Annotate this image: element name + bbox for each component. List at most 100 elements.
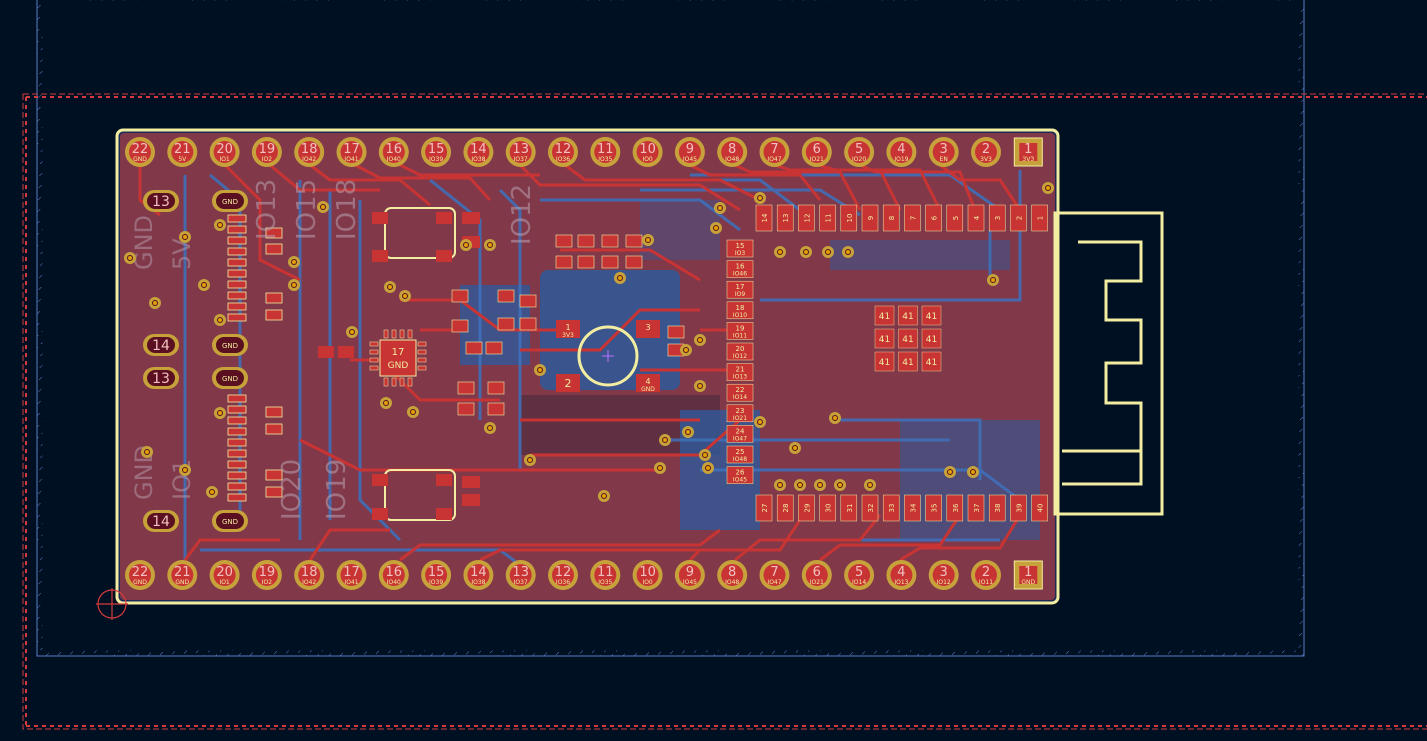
module-pin[interactable]: 11 xyxy=(819,204,836,232)
usb-pad[interactable]: GND xyxy=(212,367,248,389)
module-pin[interactable]: 1 xyxy=(1031,204,1048,232)
usb-pad[interactable]: 13 xyxy=(143,190,179,212)
module-pin[interactable]: 38 xyxy=(988,494,1006,522)
module-pin[interactable]: 6 xyxy=(925,204,942,232)
module-pin[interactable]: 32 xyxy=(861,494,879,522)
module-pin[interactable]: 2 xyxy=(1010,204,1027,232)
module-pin[interactable]: 36 xyxy=(946,494,964,522)
usb-pad[interactable]: 13 xyxy=(143,367,179,389)
module-pin[interactable]: 34 xyxy=(904,494,921,522)
module-pin[interactable]: 8 xyxy=(882,204,900,232)
module-pin[interactable]: 9 xyxy=(861,204,879,232)
qfn-ic[interactable]: 17 GND xyxy=(318,329,427,387)
header-pin[interactable]: 3EN xyxy=(928,137,959,167)
module-pin[interactable]: 14 xyxy=(755,204,773,232)
module-pin[interactable]: 5 xyxy=(946,204,964,232)
module-pin[interactable]: 40 xyxy=(1031,494,1048,522)
module-pin[interactable]: 13 xyxy=(776,204,794,232)
module-pin[interactable]: 37 xyxy=(967,494,985,522)
usb-pad[interactable]: 14 xyxy=(143,334,179,356)
usb-pad[interactable]: GND xyxy=(212,510,248,532)
module-pin[interactable]: 4 xyxy=(967,204,985,232)
module-pin[interactable]: 10 xyxy=(840,204,858,232)
usb-pad[interactable]: GND xyxy=(212,334,248,356)
module-pin[interactable]: 31 xyxy=(840,494,858,522)
module-pin[interactable]: 12 xyxy=(798,204,815,232)
module-pin[interactable]: 27 xyxy=(755,494,773,522)
usb-pad[interactable]: 14 xyxy=(143,510,179,532)
module-pin[interactable]: 29 xyxy=(798,494,815,522)
module-pin[interactable]: 7 xyxy=(904,204,921,232)
module-pin[interactable]: 33 xyxy=(882,494,900,522)
module-pin[interactable]: 35 xyxy=(925,494,942,522)
module-pin[interactable]: 39 xyxy=(1010,494,1027,522)
ldo-regulator[interactable]: 1 3V3 3 2 4 GND xyxy=(556,320,660,393)
module-pin[interactable]: 28 xyxy=(776,494,794,522)
pin-header-bottom[interactable]: 22GND21GND20IO119IO218IO4217IO4116IO4015… xyxy=(125,560,1043,590)
module-pin[interactable]: 3 xyxy=(988,204,1006,232)
module-pin[interactable]: 30 xyxy=(819,494,836,522)
